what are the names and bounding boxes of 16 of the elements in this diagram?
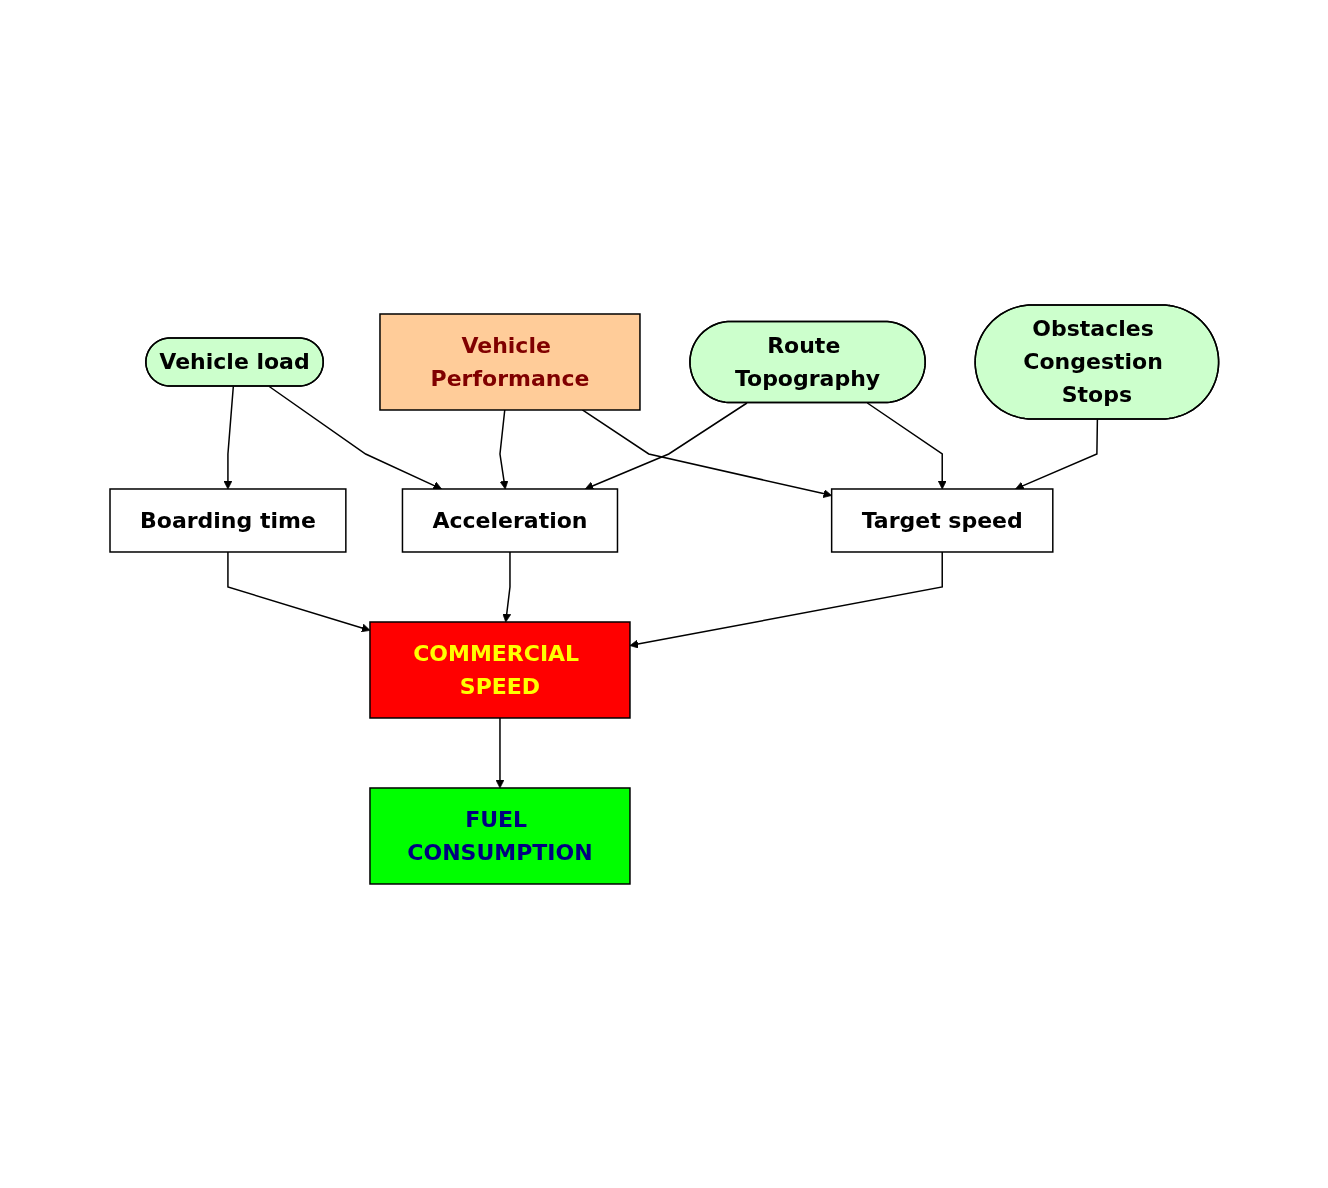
arrow (268, 385, 442, 490)
arrow (495, 716, 505, 788)
arrow (498, 408, 509, 489)
node-box: COMMERCIAL SPEED (368, 620, 631, 719)
arrow (584, 401, 748, 490)
node-box: Boarding time (108, 487, 347, 553)
node-box: FUEL CONSUMPTION (368, 786, 631, 885)
arrow (223, 385, 234, 489)
arrow (581, 408, 832, 498)
node-box: Vehicle Performance (378, 312, 641, 411)
node-box: Target speed (830, 487, 1054, 553)
arrow (1014, 418, 1098, 490)
arrow (629, 550, 943, 648)
arrow (502, 550, 511, 622)
node-box: Acceleration (401, 487, 618, 553)
arrow (866, 401, 947, 489)
